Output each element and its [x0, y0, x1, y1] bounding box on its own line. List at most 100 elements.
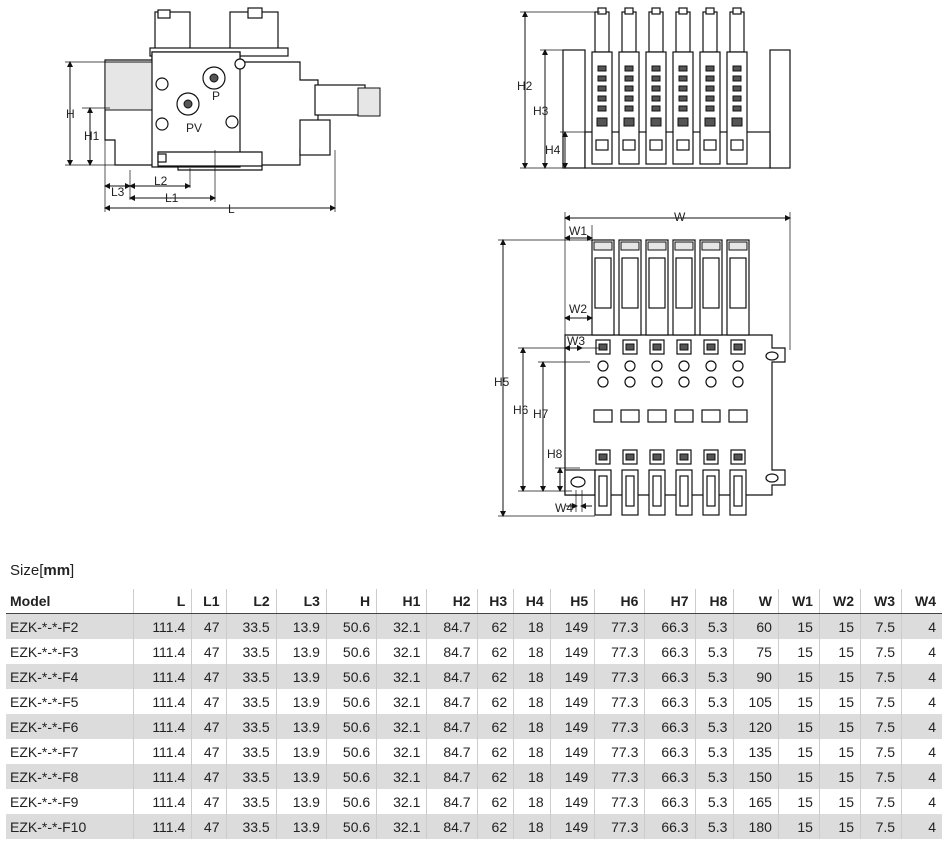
column-header: W: [733, 589, 779, 614]
value-cell: 111.4: [132, 814, 192, 839]
value-cell: 5.3: [694, 764, 734, 789]
value-cell: 50.6: [325, 814, 377, 839]
value-cell: 84.7: [426, 613, 478, 639]
value-cell: 15: [777, 814, 820, 839]
value-cell: 18: [513, 814, 551, 839]
value-cell: 77.3: [594, 613, 645, 639]
value-cell: 47: [191, 764, 226, 789]
value-cell: 13.9: [275, 764, 327, 789]
model-cell: EZK-*-*-F3: [6, 639, 134, 664]
column-header: W3: [859, 589, 902, 614]
value-cell: 4: [901, 789, 942, 814]
value-cell: 32.1: [376, 714, 427, 739]
value-cell: 32.1: [376, 764, 427, 789]
value-cell: 62: [476, 764, 514, 789]
value-cell: 7.5: [859, 613, 902, 639]
value-cell: 62: [476, 639, 514, 664]
value-cell: 4: [901, 714, 942, 739]
value-cell: 18: [513, 739, 551, 764]
value-cell: 77.3: [594, 789, 645, 814]
value-cell: 47: [191, 714, 226, 739]
port-p-label: P: [212, 89, 220, 103]
value-cell: 150: [733, 764, 779, 789]
value-cell: 62: [476, 789, 514, 814]
model-cell: EZK-*-*-F9: [6, 789, 134, 814]
technical-drawing: P PV H H1 L2 L3 L1 L: [65, 7, 791, 517]
column-header: W1: [777, 589, 820, 614]
dim-h1-label: H1: [84, 129, 100, 143]
dim-h8-label: H8: [547, 447, 563, 461]
column-header: H3: [476, 589, 514, 614]
value-cell: 15: [818, 689, 861, 714]
column-header: W4: [901, 589, 942, 614]
top-view: W W1 W2 W3 H5 H6 H7 H8 W4: [494, 210, 791, 517]
value-cell: 135: [733, 739, 779, 764]
value-cell: 75: [733, 639, 779, 664]
value-cell: 77.3: [594, 814, 645, 839]
value-cell: 111.4: [132, 613, 192, 639]
value-cell: 15: [777, 664, 820, 689]
dim-w1-label: W1: [569, 224, 587, 238]
value-cell: 5.3: [694, 664, 734, 689]
value-cell: 149: [549, 639, 595, 664]
value-cell: 62: [476, 814, 514, 839]
dim-l-label: L: [228, 202, 235, 216]
dim-l2-label: L2: [154, 174, 168, 188]
value-cell: 50.6: [325, 789, 377, 814]
value-cell: 15: [777, 739, 820, 764]
model-cell: EZK-*-*-F2: [6, 613, 134, 639]
value-cell: 90: [733, 664, 779, 689]
size-label: Size: [10, 562, 40, 579]
column-header: H7: [644, 589, 696, 614]
port-pv-label: PV: [186, 121, 202, 135]
column-header: H4: [513, 589, 551, 614]
value-cell: 47: [191, 639, 226, 664]
value-cell: 33.5: [225, 664, 277, 689]
value-cell: 66.3: [644, 789, 696, 814]
value-cell: 47: [191, 613, 226, 639]
value-cell: 105: [733, 689, 779, 714]
model-cell: EZK-*-*-F5: [6, 689, 134, 714]
value-cell: 50.6: [325, 639, 377, 664]
dim-w3-label: W3: [567, 334, 585, 348]
value-cell: 13.9: [275, 664, 327, 689]
value-cell: 15: [818, 814, 861, 839]
dim-h-label: H: [66, 107, 75, 121]
value-cell: 47: [191, 739, 226, 764]
value-cell: 15: [777, 789, 820, 814]
value-cell: 50.6: [325, 764, 377, 789]
value-cell: 84.7: [426, 789, 478, 814]
value-cell: 15: [818, 639, 861, 664]
column-header: L3: [275, 589, 327, 614]
value-cell: 33.5: [225, 789, 277, 814]
value-cell: 7.5: [859, 814, 902, 839]
value-cell: 50.6: [325, 739, 377, 764]
value-cell: 62: [476, 664, 514, 689]
value-cell: 111.4: [132, 639, 192, 664]
value-cell: 77.3: [594, 739, 645, 764]
value-cell: 47: [191, 689, 226, 714]
column-header: L2: [225, 589, 277, 614]
value-cell: 77.3: [594, 764, 645, 789]
value-cell: 66.3: [644, 664, 696, 689]
value-cell: 15: [818, 739, 861, 764]
value-cell: 4: [901, 613, 942, 639]
model-cell: EZK-*-*-F6: [6, 714, 134, 739]
dim-w4-label: W4: [555, 501, 573, 515]
column-header: H8: [694, 589, 734, 614]
column-header: W2: [818, 589, 861, 614]
value-cell: 32.1: [376, 739, 427, 764]
value-cell: 5.3: [694, 639, 734, 664]
value-cell: 50.6: [325, 714, 377, 739]
column-header: H2: [426, 589, 478, 614]
value-cell: 149: [549, 613, 595, 639]
column-header: Model: [6, 589, 134, 614]
value-cell: 4: [901, 664, 942, 689]
value-cell: 77.3: [594, 689, 645, 714]
